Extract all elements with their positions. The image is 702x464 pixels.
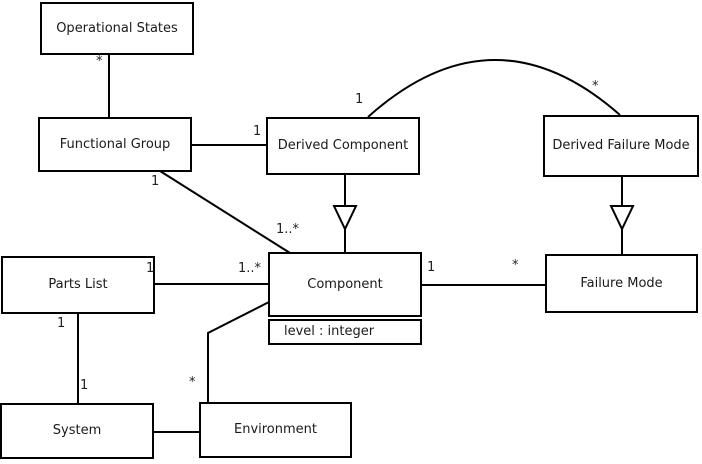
- association-component-environment: [207, 301, 270, 402]
- class-box-component[interactable]: Component: [268, 252, 422, 317]
- multiplicity-label: *: [96, 54, 103, 69]
- hollow-triangle-icon: [609, 205, 635, 232]
- class-name: Operational States: [56, 20, 178, 36]
- class-name: Functional Group: [59, 136, 171, 152]
- multiplicity-label: *: [512, 258, 519, 273]
- multiplicity-label: 1: [146, 261, 155, 276]
- class-box-parts-list[interactable]: Parts List: [1, 256, 155, 314]
- multiplicity-label: 1..*: [276, 222, 300, 237]
- multiplicity-label: *: [189, 375, 196, 390]
- class-box-operational-states[interactable]: Operational States: [40, 2, 194, 55]
- association-derivedcomponent-derivedfailuremode-arc: [367, 59, 621, 118]
- multiplicity-label: 1: [253, 124, 262, 139]
- class-name: Environment: [233, 422, 317, 438]
- multiplicity-label: 1: [57, 316, 66, 331]
- class-box-system[interactable]: System: [0, 403, 154, 459]
- class-box-functional-group[interactable]: Functional Group: [38, 117, 192, 172]
- class-box-failure-mode[interactable]: Failure Mode: [545, 254, 698, 313]
- generalization-derivedfailuremode-failuremode: [609, 177, 635, 254]
- class-name: Failure Mode: [580, 275, 663, 291]
- class-name: Parts List: [48, 277, 108, 293]
- multiplicity-label: 1: [355, 92, 364, 107]
- hollow-triangle-icon: [332, 205, 358, 232]
- association-functionalgroup-component: [159, 170, 291, 254]
- multiplicity-label: 1: [151, 174, 160, 189]
- generalization-derivedcomponent-component: [332, 175, 358, 252]
- class-box-derived-failure-mode[interactable]: Derived Failure Mode: [543, 115, 699, 177]
- multiplicity-label: 1..*: [238, 261, 262, 276]
- multiplicity-label: 1: [80, 378, 89, 393]
- class-name: Derived Failure Mode: [552, 138, 690, 154]
- multiplicity-label: 1: [427, 260, 436, 275]
- class-name: Component: [307, 276, 383, 292]
- class-box-environment[interactable]: Environment: [199, 402, 352, 458]
- class-name: System: [52, 423, 102, 439]
- class-attribute: level : integer: [284, 324, 375, 340]
- class-attribute-compartment-component[interactable]: level : integer: [268, 319, 422, 345]
- multiplicity-label: *: [592, 79, 599, 94]
- class-box-derived-component[interactable]: Derived Component: [266, 117, 420, 175]
- class-name: Derived Component: [277, 138, 409, 154]
